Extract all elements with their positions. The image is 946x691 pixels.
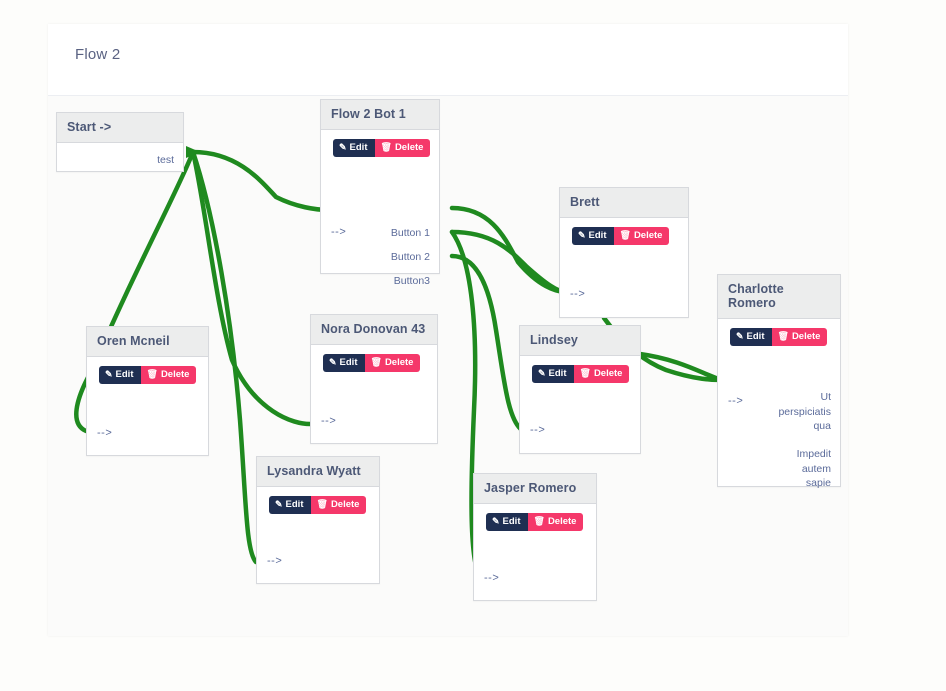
node-flow2bot1-actions: ✎Edit 🗑Delete: [321, 130, 439, 157]
node-lindsey-title: Lindsey: [520, 326, 640, 356]
port-out-test[interactable]: test: [157, 154, 174, 166]
delete-button[interactable]: 🗑Delete: [573, 365, 630, 383]
port-out-ut-perspiciatis-qua[interactable]: Ut perspiciatis qua: [751, 390, 831, 434]
delete-button[interactable]: 🗑Delete: [374, 139, 431, 157]
port-in-jasper[interactable]: -->: [484, 572, 500, 584]
pencil-square-icon: ✎: [329, 357, 337, 368]
node-charlotte-actions: ✎Edit 🗑Delete: [718, 319, 840, 346]
node-flow2bot1[interactable]: Flow 2 Bot 1 ✎Edit 🗑Delete --> Button 1 …: [320, 99, 440, 287]
port-out-line: perspiciatis: [778, 405, 831, 418]
port-out-button-1[interactable]: Button 1: [390, 227, 430, 239]
pencil-square-icon: ✎: [538, 368, 546, 379]
node-lysandra-actions: ✎Edit 🗑Delete: [257, 487, 379, 514]
card-header: Flow 2: [48, 24, 848, 96]
delete-button[interactable]: 🗑Delete: [140, 366, 197, 384]
node-oren-actions: ✎Edit 🗑Delete: [87, 357, 208, 384]
pencil-square-icon: ✎: [339, 142, 347, 153]
edit-button[interactable]: ✎Edit: [269, 496, 311, 514]
port-out-line: Impedit: [796, 448, 831, 460]
port-out-impedit-autem-sapie[interactable]: Impedit autem sapie: [751, 447, 831, 491]
node-start-body: test: [57, 143, 183, 174]
port-out-line: sapie: [805, 477, 831, 489]
node-jasper-romero[interactable]: Jasper Romero ✎Edit 🗑Delete -->: [473, 473, 597, 601]
pencil-square-icon: ✎: [105, 369, 113, 380]
port-in-oren[interactable]: -->: [97, 427, 113, 439]
port-out-button-2[interactable]: Button 2: [390, 251, 430, 263]
pencil-square-icon: ✎: [578, 230, 586, 241]
edit-button[interactable]: ✎Edit: [323, 354, 365, 372]
port-in-charlotte[interactable]: -->: [728, 395, 744, 407]
node-nora-title: Nora Donovan 43: [311, 315, 437, 345]
edit-button[interactable]: ✎Edit: [486, 513, 528, 531]
trash-icon: 🗑: [370, 357, 382, 368]
delete-button[interactable]: 🗑Delete: [613, 227, 670, 245]
node-lysandra-body: ✎Edit 🗑Delete -->: [257, 487, 379, 586]
trash-icon: 🗑: [619, 230, 631, 241]
pencil-square-icon: ✎: [492, 516, 500, 527]
port-in-lindsey[interactable]: -->: [530, 424, 546, 436]
delete-button[interactable]: 🗑Delete: [364, 354, 421, 372]
node-lysandra-title: Lysandra Wyatt: [257, 457, 379, 487]
trash-icon: 🗑: [777, 331, 789, 342]
edit-button[interactable]: ✎Edit: [572, 227, 614, 245]
node-nora-donovan[interactable]: Nora Donovan 43 ✎Edit 🗑Delete -->: [310, 314, 438, 444]
node-start[interactable]: Start -> test: [56, 112, 184, 172]
delete-button[interactable]: 🗑Delete: [771, 328, 828, 346]
trash-icon: 🗑: [380, 142, 392, 153]
port-out-line: qua: [813, 420, 831, 432]
trash-icon: 🗑: [579, 368, 591, 379]
node-oren-mcneil[interactable]: Oren Mcneil ✎Edit 🗑Delete -->: [86, 326, 209, 456]
port-in-nora[interactable]: -->: [321, 415, 337, 427]
node-lindsey[interactable]: Lindsey ✎Edit 🗑Delete -->: [519, 325, 641, 454]
node-charlotte-body: ✎Edit 🗑Delete --> Ut perspiciatis qua Im…: [718, 319, 840, 503]
port-in-flow2bot1[interactable]: -->: [331, 226, 347, 238]
node-jasper-body: ✎Edit 🗑Delete -->: [474, 504, 596, 603]
page-title: Flow 2: [75, 46, 121, 63]
node-lindsey-body: ✎Edit 🗑Delete -->: [520, 356, 640, 456]
node-nora-actions: ✎Edit 🗑Delete: [311, 345, 437, 372]
node-brett-title: Brett: [560, 188, 688, 218]
node-flow2bot1-title: Flow 2 Bot 1: [321, 100, 439, 130]
node-jasper-title: Jasper Romero: [474, 474, 596, 504]
port-in-brett[interactable]: -->: [570, 288, 586, 300]
port-out-button-3[interactable]: Button3: [393, 275, 430, 287]
node-lysandra-wyatt[interactable]: Lysandra Wyatt ✎Edit 🗑Delete -->: [256, 456, 380, 584]
edit-button[interactable]: ✎Edit: [333, 139, 375, 157]
trash-icon: 🗑: [316, 499, 328, 510]
delete-button[interactable]: 🗑Delete: [310, 496, 367, 514]
node-brett-actions: ✎Edit 🗑Delete: [560, 218, 688, 245]
edit-button[interactable]: ✎Edit: [730, 328, 772, 346]
node-nora-body: ✎Edit 🗑Delete -->: [311, 345, 437, 446]
node-charlotte-title: Charlotte Romero: [718, 275, 840, 319]
node-brett-body: ✎Edit 🗑Delete -->: [560, 218, 688, 320]
node-brett[interactable]: Brett ✎Edit 🗑Delete -->: [559, 187, 689, 318]
delete-button[interactable]: 🗑Delete: [527, 513, 584, 531]
node-lindsey-actions: ✎Edit 🗑Delete: [520, 356, 640, 383]
node-oren-title: Oren Mcneil: [87, 327, 208, 357]
node-charlotte-romero[interactable]: Charlotte Romero ✎Edit 🗑Delete --> Ut pe…: [717, 274, 841, 489]
trash-icon: 🗑: [146, 369, 158, 380]
node-flow2bot1-body: ✎Edit 🗑Delete --> Button 1 Button 2 Butt…: [321, 130, 439, 287]
node-jasper-actions: ✎Edit 🗑Delete: [474, 504, 596, 531]
port-in-lysandra[interactable]: -->: [267, 555, 283, 567]
pencil-square-icon: ✎: [275, 499, 283, 510]
port-out-line: Ut: [820, 391, 832, 403]
trash-icon: 🗑: [533, 516, 545, 527]
edit-button[interactable]: ✎Edit: [99, 366, 141, 384]
pencil-square-icon: ✎: [736, 331, 744, 342]
node-oren-body: ✎Edit 🗑Delete -->: [87, 357, 208, 458]
node-start-title: Start ->: [57, 113, 183, 143]
edit-button[interactable]: ✎Edit: [532, 365, 574, 383]
port-out-line: autem: [801, 462, 831, 475]
